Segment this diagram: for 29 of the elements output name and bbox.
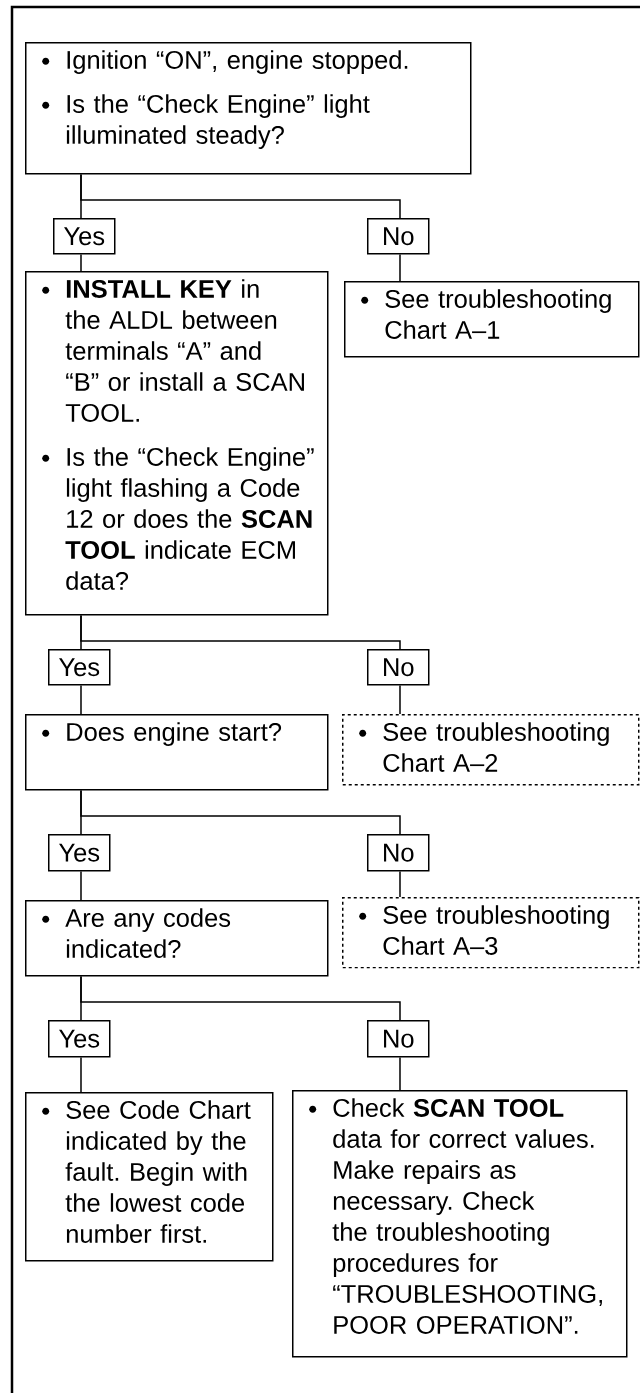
connector-line <box>399 870 401 898</box>
answer-tag: No <box>367 218 430 255</box>
connector-line <box>80 173 401 219</box>
answer-tag: Yes <box>48 649 111 686</box>
answer-tag: Yes <box>48 1020 111 1058</box>
connector-line <box>80 870 82 901</box>
step-box: See troubleshooting Chart A–1 <box>344 281 640 358</box>
step-box: See troubleshooting Chart A–2 <box>342 714 640 786</box>
answer-tag: No <box>367 834 430 872</box>
step-box: See troubleshooting Chart A–3 <box>342 897 640 969</box>
connector-line <box>80 684 82 715</box>
connector-line <box>80 789 401 835</box>
connector-line <box>80 614 401 650</box>
answer-tag: No <box>367 649 430 686</box>
step-box: Check SCAN TOOL data for correct values. Make repairs as necessary. Check the troubleshooting procedures for “TROUBLESHOOTING, POOR OPERATION”. <box>292 1090 628 1358</box>
connector-line <box>80 253 82 272</box>
connector-line <box>80 975 401 1021</box>
step-box: Does engine start? <box>25 714 329 791</box>
step-box: Are any codes indicated? <box>25 900 329 977</box>
answer-tag: Yes <box>53 218 116 255</box>
step-box: Ignition “ON”, engine stopped. Is the “Check Engine” light illuminated steady? <box>25 42 472 175</box>
step-box: INSTALL KEY in the ALDL between terminals “A” and “B” or install a SCAN TOOL. Is the “Check Engine” light flashing a Code 12 or does the SCAN TOOL indicate ECM data? <box>25 271 329 616</box>
connector-line <box>399 253 401 282</box>
answer-tag: No <box>367 1020 430 1058</box>
answer-tag: Yes <box>48 834 111 872</box>
step-box: See Code Chart indicated by the fault. Begin with the lowest code number first. <box>25 1092 274 1262</box>
connector-line <box>399 684 401 715</box>
connector-line <box>399 1056 401 1091</box>
connector-line <box>80 1056 82 1093</box>
